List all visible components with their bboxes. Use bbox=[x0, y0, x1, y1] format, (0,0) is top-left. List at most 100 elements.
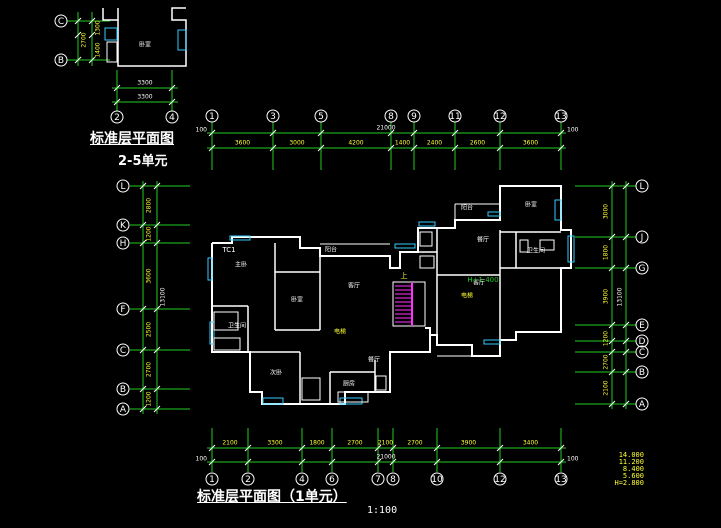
dim-left-seg-1: 1200 bbox=[146, 226, 153, 241]
dim-bottom-seg-7: 3400 bbox=[523, 440, 538, 447]
window-7 bbox=[339, 397, 363, 405]
dim-tick bbox=[374, 444, 382, 452]
axis-bottom-8: 8 bbox=[390, 475, 396, 485]
dim-tick bbox=[208, 144, 216, 152]
dim-top-seg-2: 4200 bbox=[348, 140, 363, 147]
fixture-1 bbox=[213, 337, 241, 351]
room-label-4: 厨房 bbox=[343, 380, 355, 388]
dim-tick bbox=[74, 56, 82, 64]
axis-top-5-circle bbox=[314, 109, 328, 123]
room-label-6: 阳台 bbox=[325, 246, 337, 254]
dim-tick bbox=[88, 17, 96, 25]
axis-right-G-circle bbox=[635, 261, 649, 275]
axis-top-13-circle bbox=[554, 109, 568, 123]
dim-top-seg-5: 2600 bbox=[470, 140, 485, 147]
elevation-4: 5.600 bbox=[622, 472, 644, 480]
dim-right-seg-5: 2100 bbox=[603, 380, 610, 395]
dim-tick bbox=[433, 444, 441, 452]
wall-outer-right bbox=[212, 185, 572, 357]
dim-tick bbox=[557, 444, 565, 452]
dim-tick bbox=[557, 129, 565, 137]
window-1 bbox=[394, 243, 416, 249]
dim-tick bbox=[74, 31, 82, 39]
axis-right-E: E bbox=[639, 321, 645, 331]
dim-bottom-seg-1: 3300 bbox=[267, 440, 282, 447]
room-label-10: 阳台 bbox=[461, 204, 473, 212]
inset-axis-C-circle bbox=[54, 14, 68, 28]
dim-tick bbox=[622, 348, 630, 356]
inset-dim-v-1: 1300 bbox=[95, 20, 102, 35]
inset-axis-2-circle bbox=[110, 110, 124, 124]
axis-top-8-circle bbox=[384, 109, 398, 123]
dim-tick bbox=[153, 346, 161, 354]
axis-bottom-2: 2 bbox=[245, 475, 251, 485]
dim-bottom-seg-4: 2100 bbox=[378, 440, 393, 447]
elevation-2: 11.200 bbox=[618, 458, 644, 466]
axis-right-C-circle bbox=[635, 345, 649, 359]
axis-top-12: 12 bbox=[494, 112, 505, 122]
dim-tick bbox=[139, 182, 147, 190]
fixture-4 bbox=[539, 239, 555, 251]
axis-right-D: D bbox=[639, 337, 646, 347]
room-label-12: 卫生间 bbox=[527, 247, 545, 255]
window-5 bbox=[487, 211, 501, 217]
fixture-7 bbox=[375, 375, 387, 391]
dim-top-end-left: 100 bbox=[196, 127, 208, 134]
elevator-label-2: 电梯 bbox=[334, 328, 346, 336]
dim-tick bbox=[622, 321, 630, 329]
inset-dim-h-1: 3300 bbox=[137, 94, 152, 101]
dim-right-seg-3: 1200 bbox=[603, 331, 610, 346]
axis-left-A: A bbox=[120, 405, 127, 415]
dim-tick bbox=[139, 305, 147, 313]
room-label-1: 卧室 bbox=[291, 296, 303, 304]
dim-bottom-seg-6: 3900 bbox=[461, 440, 476, 447]
dim-tick bbox=[328, 444, 336, 452]
dim-bottom-seg-0: 2100 bbox=[222, 440, 237, 447]
dim-tick bbox=[208, 129, 216, 137]
inset-title: 标准层平面图 bbox=[90, 131, 174, 147]
dim-bottom-seg-3: 2700 bbox=[347, 440, 362, 447]
axis-right-G: G bbox=[639, 264, 646, 274]
dim-left-total: 13100 bbox=[160, 287, 167, 306]
inset-window-2 bbox=[177, 29, 187, 51]
room-label-2: 客厅 bbox=[348, 282, 360, 290]
room-label-5: 卫生间 bbox=[228, 322, 246, 330]
elevation-3: 8.400 bbox=[622, 465, 644, 473]
dim-right-total: 13100 bbox=[617, 287, 624, 306]
room-label-8: 客厅 bbox=[473, 279, 485, 287]
dim-bottom-seg-5: 2700 bbox=[407, 440, 422, 447]
axis-right-A-circle bbox=[635, 397, 649, 411]
inset-wall bbox=[117, 7, 187, 67]
dim-tick bbox=[153, 385, 161, 393]
inset-fixture bbox=[106, 41, 118, 63]
dim-tick bbox=[608, 182, 616, 190]
dim-tick bbox=[451, 144, 459, 152]
axis-left-H-circle bbox=[116, 236, 130, 250]
axis-bottom-13: 13 bbox=[555, 475, 566, 485]
scale-label: 1:100 bbox=[367, 505, 398, 516]
inset-room-label: 卧室 bbox=[139, 41, 151, 49]
axis-bottom-6: 6 bbox=[329, 475, 335, 485]
inset-axis-B: B bbox=[58, 56, 64, 66]
stair-label: 上 bbox=[401, 271, 408, 280]
dim-tick bbox=[608, 233, 616, 241]
main-title: 标准层平面图（1单元） bbox=[197, 489, 347, 505]
dim-right-seg-1: 1800 bbox=[603, 245, 610, 260]
dim-tick bbox=[496, 144, 504, 152]
dim-tick bbox=[387, 144, 395, 152]
axis-left-H: H bbox=[120, 239, 127, 249]
axis-left-F: F bbox=[120, 305, 125, 315]
dim-tick bbox=[389, 444, 397, 452]
dim-tick bbox=[139, 405, 147, 413]
axis-top-1-circle bbox=[205, 109, 219, 123]
fixture-0 bbox=[213, 311, 239, 331]
dim-tick bbox=[153, 239, 161, 247]
dim-tick bbox=[496, 129, 504, 137]
axis-bottom-13-circle bbox=[554, 472, 568, 486]
axis-top-5: 5 bbox=[318, 112, 324, 122]
axis-left-C: C bbox=[120, 346, 126, 356]
axis-right-E-circle bbox=[635, 318, 649, 332]
dim-top-seg-3: 1400 bbox=[395, 140, 410, 147]
elevation-list: 14.000 11.200 8.400 5.600 H=2.800 bbox=[612, 452, 644, 487]
dim-tick bbox=[451, 129, 459, 137]
